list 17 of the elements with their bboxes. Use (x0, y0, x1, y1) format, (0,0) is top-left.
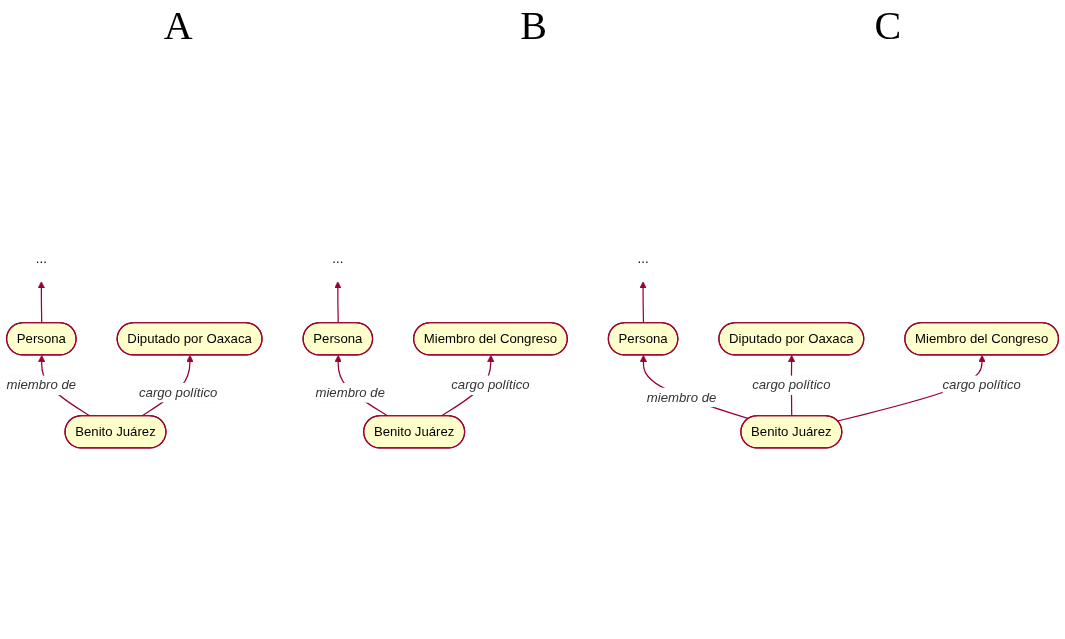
node-text: ... (35, 251, 47, 266)
edge-label: cargo político (752, 377, 831, 392)
edge-label: cargo político (451, 377, 530, 392)
panel-letter: B (520, 1, 547, 49)
edge-label: cargo político (139, 385, 218, 400)
arrow (37, 281, 45, 324)
node-text: ... (637, 251, 649, 266)
edge-label: miembro de (646, 390, 717, 405)
arrow (639, 281, 647, 324)
arrow (639, 354, 750, 420)
panel-letter: A (163, 1, 193, 49)
panel-letter: C (874, 1, 902, 49)
edge-label: miembro de (6, 377, 77, 392)
edge-label: cargo político (942, 377, 1021, 392)
arrow (334, 281, 342, 324)
edge-label: miembro de (315, 385, 385, 400)
node-text: ... (332, 251, 344, 266)
